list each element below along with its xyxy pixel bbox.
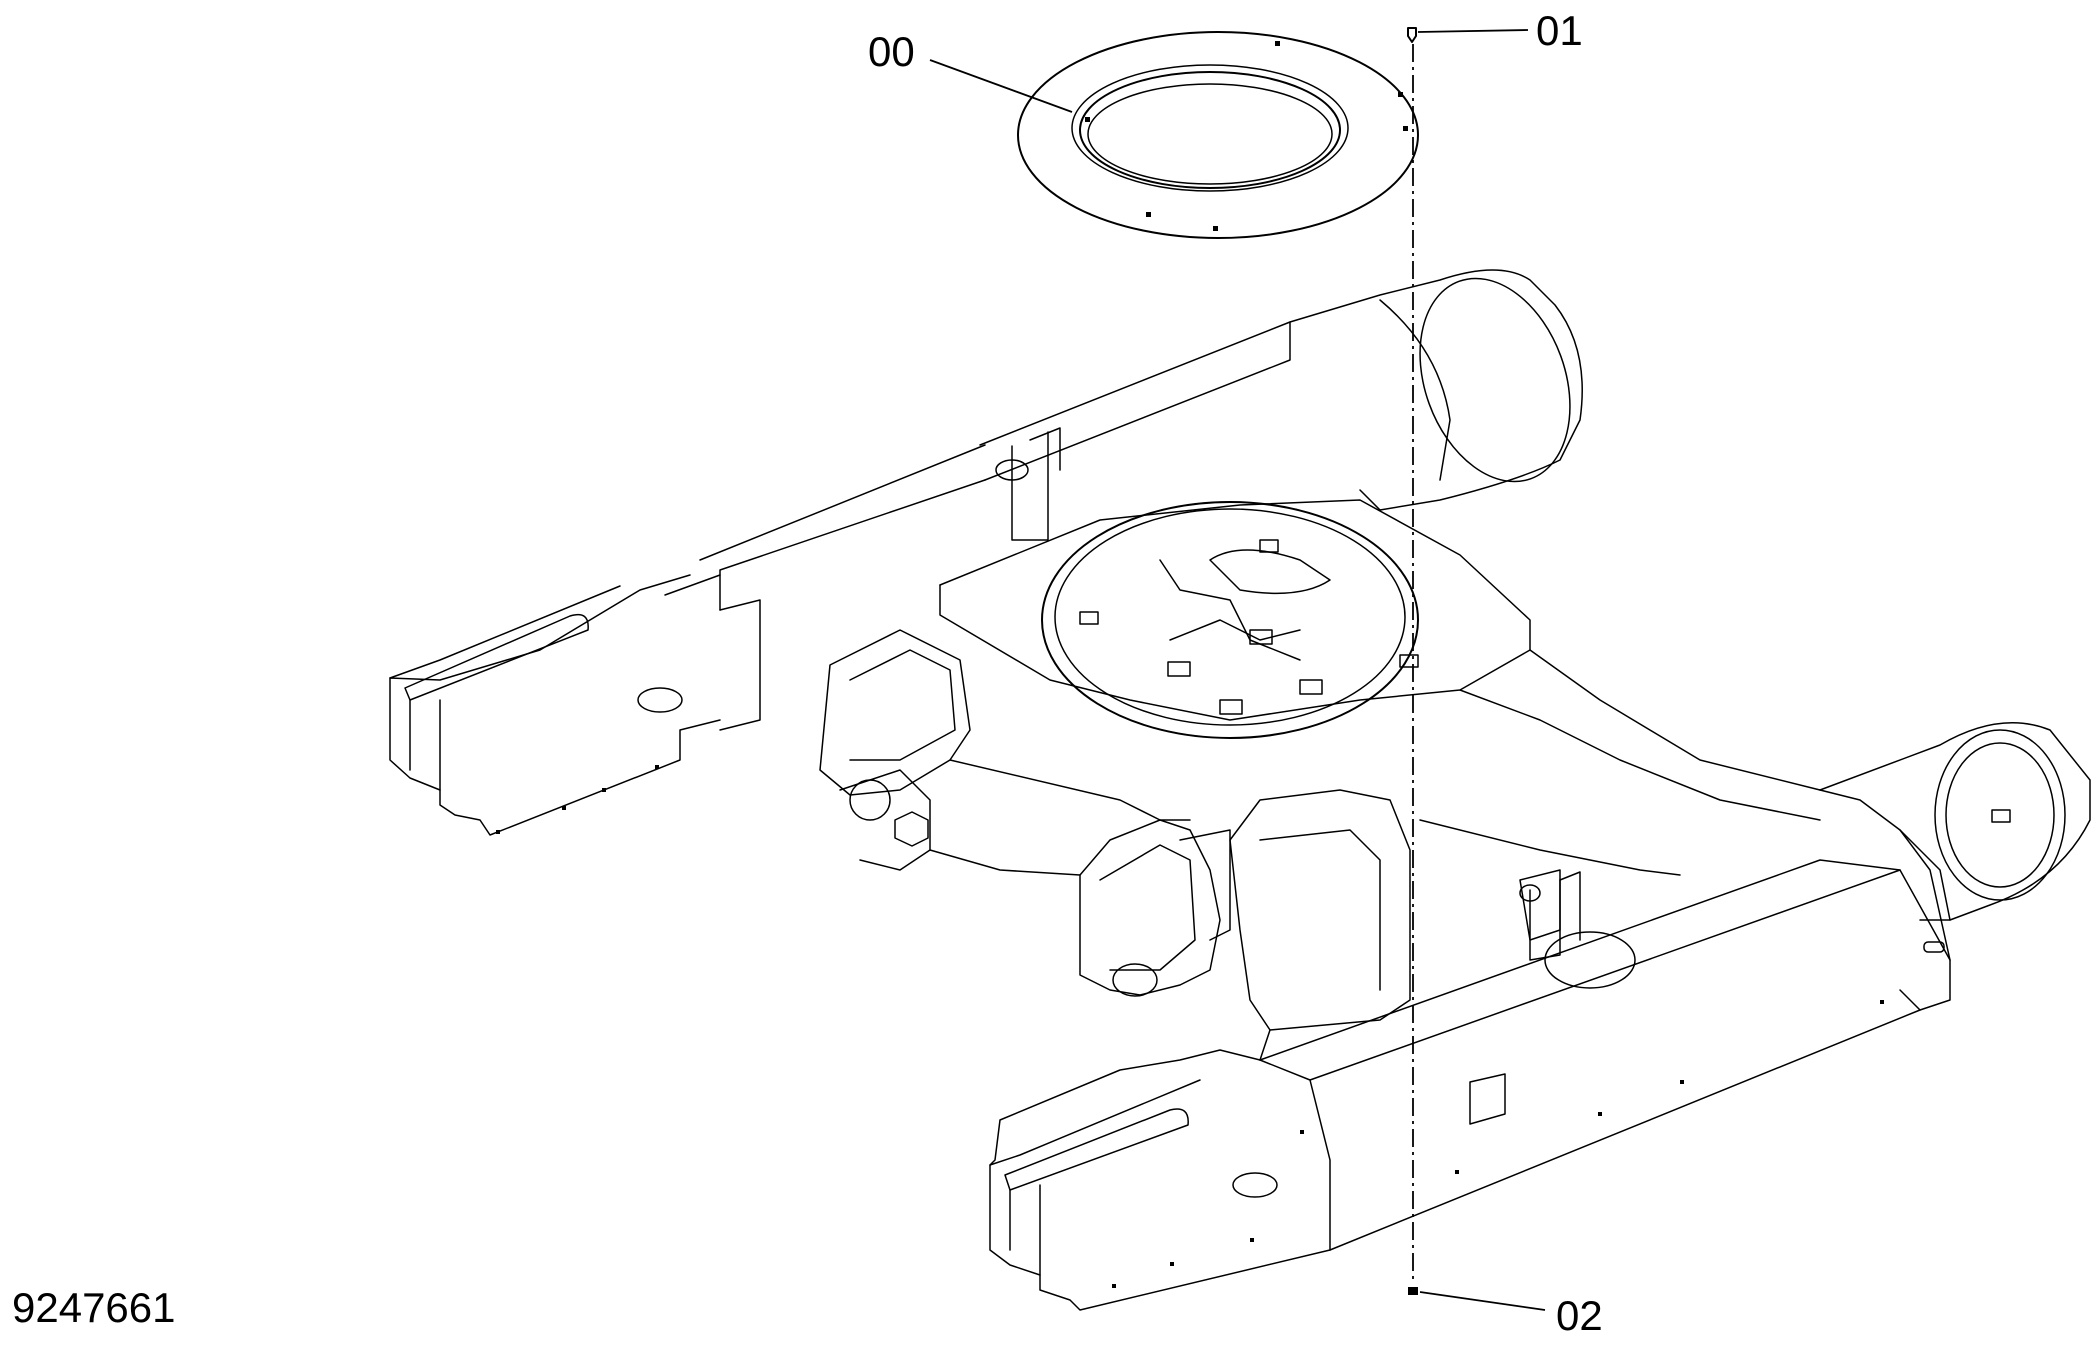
center-body [939,499,1531,739]
callout-label-02: 02 [1556,1292,1603,1339]
drawing-number: 9247661 [12,1284,176,1331]
undercarriage-frame [389,269,2091,1311]
slewing-ring-shim-plate [1017,31,1419,239]
callout-label-00: 00 [868,28,915,75]
leader-line-01 [1417,29,1529,33]
center-leg [1229,789,1411,1061]
leader-line-00 [929,59,1073,113]
right-side-structure [1419,649,1821,989]
front-end-hub [1819,721,2091,1011]
washer-part [1408,1287,1418,1295]
leader-line-02 [1419,1291,1546,1311]
callout-label-01: 01 [1536,7,1583,54]
lower-track-frame [989,859,1951,1311]
bolt-part [1407,27,1417,43]
upper-track-frame [389,321,1291,836]
rear-end-hub [1289,269,1583,511]
blade-bracket-left [819,629,1191,876]
blade-bracket-right [1079,819,1231,997]
